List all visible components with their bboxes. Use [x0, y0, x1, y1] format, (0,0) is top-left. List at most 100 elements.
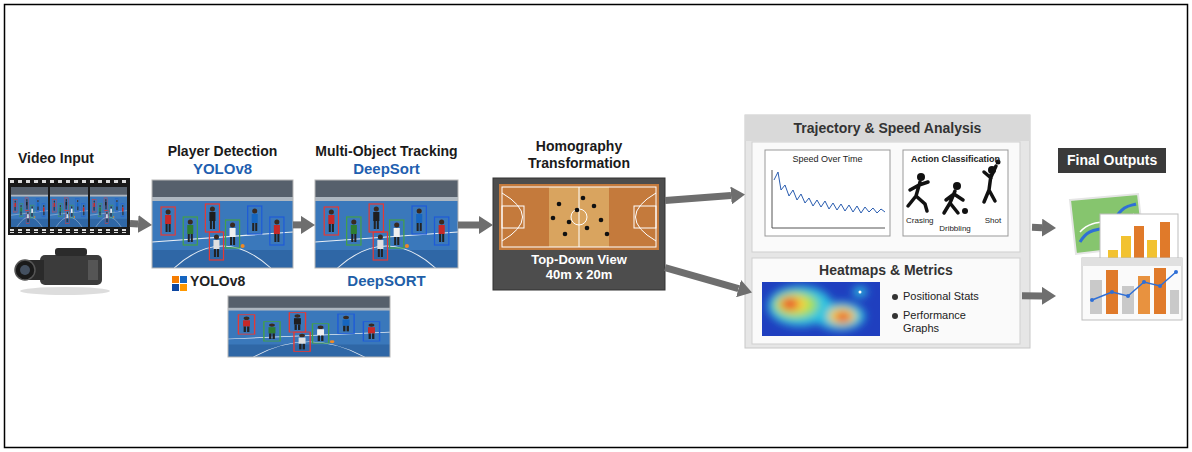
heatmap: [778, 295, 808, 313]
heatmap: [781, 298, 799, 310]
action-icons: [903, 150, 1008, 236]
heatmap: [774, 292, 818, 318]
yolo-logo: [172, 276, 179, 283]
sample-frame: [228, 296, 390, 357]
output-title: Final Outputs: [1058, 148, 1166, 173]
camera-icon: [20, 287, 110, 295]
flow-arrow: [1032, 224, 1042, 231]
page-frame: [5, 5, 1188, 448]
top-down-court: [599, 218, 604, 223]
action-label: Shot: [981, 216, 1005, 226]
model-name: DeepSort: [315, 160, 458, 178]
output-thumbnails: [1106, 270, 1118, 314]
logo-text: DeepSORT: [315, 272, 458, 290]
tracking-image: [315, 180, 458, 268]
camera-icon: [20, 265, 30, 275]
view-caption: Top-Down View 40m x 20m: [519, 252, 639, 282]
heatmap: [853, 287, 867, 297]
metrics-panel: Heatmaps & MetricsPositional StatsPerfor…: [752, 258, 1022, 344]
camera-icon: [15, 248, 110, 295]
process-stage: Multi-Object TrackingDeepSortDeepSORT: [315, 180, 458, 268]
analysis-panel: [745, 115, 1030, 348]
film-strip: [8, 178, 130, 235]
speed-chart: [765, 150, 890, 236]
film-strip: [8, 229, 130, 233]
top-down-court: [557, 202, 562, 207]
chart-title: Speed Over Time: [765, 154, 890, 165]
action-icons: [953, 182, 961, 190]
film-strip: [8, 180, 130, 184]
film-strip: [11, 187, 48, 227]
heatmap: [762, 282, 880, 336]
box-title: Action Classification: [903, 154, 1008, 165]
heatmap: [828, 307, 856, 325]
analysis-panel: [745, 115, 1030, 141]
analysis-panel: Trajectory & Speed AnalysisSpeed Over Ti…: [745, 115, 1032, 252]
action-icons: [962, 208, 968, 214]
output-stage: Final Outputs: [1056, 148, 1184, 322]
detection-image: [152, 180, 293, 268]
top-down-court: [502, 187, 656, 247]
yolo-logo: [172, 284, 179, 291]
top-down-court: [493, 178, 665, 290]
top-down-court: [592, 204, 597, 209]
top-down-court: [493, 178, 665, 290]
process-stage: Homography TransformationTop-Down View 4…: [493, 178, 665, 290]
action-icons: [917, 160, 1001, 215]
film-strip: [50, 187, 88, 227]
top-down-court: [502, 193, 523, 241]
action-label: Crasing: [906, 216, 934, 226]
input-stage: Video Input: [8, 178, 130, 235]
top-down-court: [499, 184, 659, 250]
flow-arrow: [130, 220, 138, 227]
flow-arrow: [1022, 292, 1042, 299]
flow-arrow: [665, 268, 739, 289]
panel-title: Heatmaps & Metrics: [752, 262, 1020, 279]
analysis-panel: [752, 142, 1020, 252]
output-thumbnails: [1174, 270, 1178, 274]
action-icons: [984, 166, 996, 202]
film-strip: [8, 178, 130, 235]
output-thumbnails: [1110, 290, 1114, 294]
output-thumbnails: [1090, 270, 1178, 302]
panel-title: Trajectory & Speed Analysis: [745, 120, 1030, 137]
camera-icon: [15, 260, 35, 280]
heatmap: [768, 286, 867, 330]
heatmap: [859, 291, 862, 294]
analysis-panel: [745, 115, 1030, 348]
top-down-court: [579, 187, 580, 247]
speed-chart: [765, 150, 890, 236]
action-icons: [988, 166, 996, 174]
stage-title: Multi-Object Tracking: [301, 143, 472, 160]
metric-item: Performance Graphs: [903, 309, 988, 335]
output-thumbnails: [1154, 268, 1166, 314]
detection-image: [152, 180, 293, 268]
yolo-logo: [180, 276, 187, 283]
output-thumbnails: [1090, 298, 1094, 302]
heatmap: [815, 302, 865, 330]
logo-text: YOLOv8: [190, 273, 245, 290]
top-down-court: [563, 232, 568, 237]
top-down-court: [499, 184, 659, 250]
stage-title: Video Input: [18, 150, 94, 167]
output-thumbnails: [1158, 284, 1162, 288]
speed-chart: [772, 170, 885, 228]
speed-chart: [774, 172, 885, 213]
bullet-dot: [892, 313, 898, 319]
chart-box: Speed Over Time: [765, 150, 892, 236]
action-icons: [944, 191, 963, 213]
top-down-court: [585, 226, 590, 231]
top-down-court: [551, 216, 556, 221]
action-label: Dribbling: [930, 224, 980, 234]
stage-title: Homography Transformation: [513, 138, 645, 172]
top-down-court: [549, 187, 609, 247]
output-thumbnails: [1092, 272, 1176, 300]
metric-item: Positional Stats: [903, 290, 979, 303]
stage-title: Player Detection: [152, 143, 293, 160]
output-thumbnails: [1126, 294, 1130, 298]
output-thumbnails: [1138, 276, 1150, 314]
top-down-court: [636, 193, 657, 241]
